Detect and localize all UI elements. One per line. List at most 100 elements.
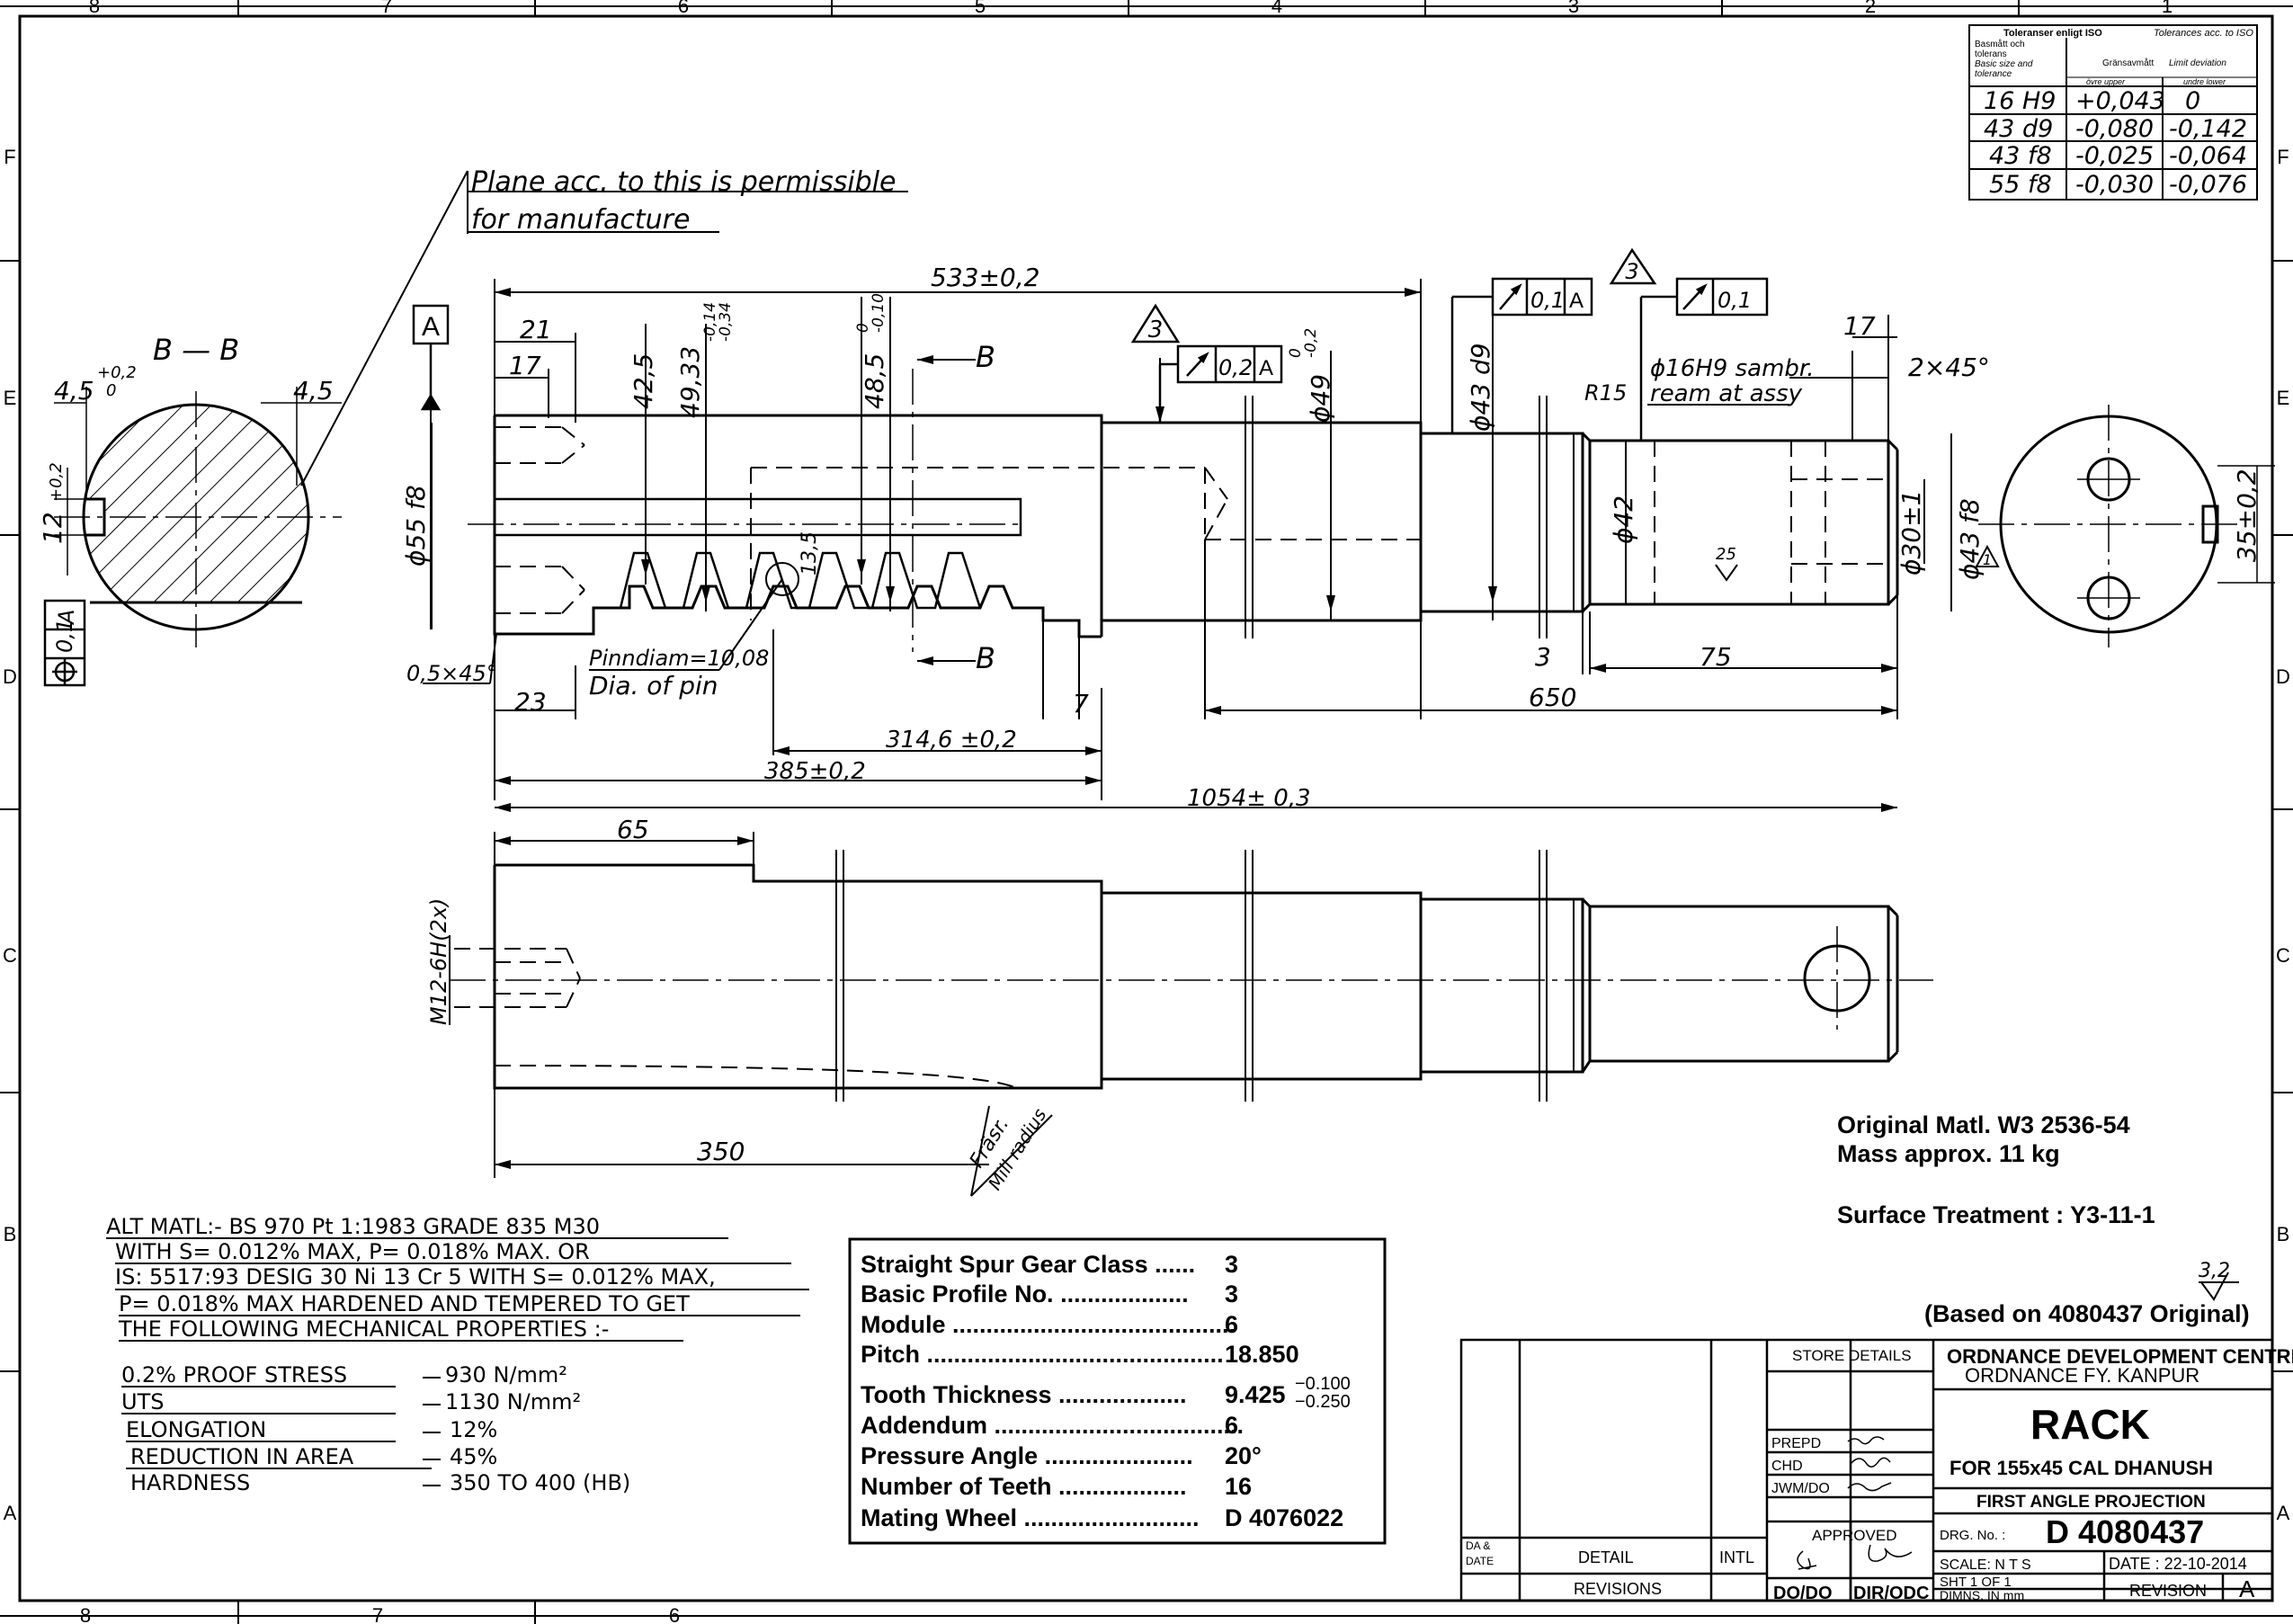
tol-row-upper: +0,043 (2075, 87, 2165, 115)
signature-dodo (1797, 1550, 1817, 1570)
runout-datum-a: A (1569, 289, 1584, 313)
gear-spec-label: Module .................................… (861, 1311, 1236, 1338)
tb-da-date: DA & (1466, 1539, 1490, 1552)
tol-col1-line: tolerans (1975, 49, 2007, 59)
dim-533: 533±0,2 (931, 263, 1039, 292)
tol-title-en: Tolerances acc. to ISO (2154, 28, 2253, 39)
tol-row-fit: 43 d9 (1984, 115, 2053, 143)
alt-material-underlines (106, 1237, 809, 1486)
property-name: ELONGATION (126, 1417, 266, 1442)
tb-part-for: FOR 155x45 CAL DHANUSH (1949, 1457, 2213, 1479)
gear-spec-value: 3 (1225, 1280, 1238, 1307)
tb-dodo: DO/DO (1773, 1584, 1833, 1603)
tol-col1-line: Basic size and (1975, 59, 2033, 69)
mass: Mass approx. 11 kg (1837, 1140, 2060, 1167)
tb-jwm: JWM/DO (1771, 1481, 1830, 1496)
datum-a-label: A (422, 312, 440, 342)
ream-note-line2: ream at assy (1650, 380, 1803, 407)
property-name: UTS (121, 1389, 164, 1414)
gear-spec-value: 9.425 (1225, 1381, 1286, 1408)
property-value: 930 N/mm² (445, 1362, 567, 1388)
tol-title: Toleranser enligt ISO (2003, 28, 2102, 39)
gear-spec-value: 18.850 (1225, 1341, 1299, 1368)
zone-labels: 8 7 6 5 4 3 2 1 8 7 6 F E D C B A F E D … (3, 0, 2290, 1624)
end-view: 1 (1975, 405, 2275, 647)
zone-top-1: 1 (2162, 0, 2173, 17)
zone-right-E: E (2277, 387, 2290, 409)
note-triangle-3: 3 (1148, 317, 1164, 344)
gear-spec-value: D 4076022 (1225, 1504, 1343, 1531)
section-mark-b-bottom: B (976, 641, 995, 675)
plan-labels: 65 350 M12-6H(2x) Fräsr. Mill radius (426, 815, 1050, 1194)
runout-value-0-1: 0,1 (1530, 288, 1565, 313)
runout-frame-0-2: 3 0,2 A (1130, 303, 1283, 423)
zone-top-7: 7 (381, 0, 392, 17)
dim-1054: 1054± 0,3 (1187, 785, 1311, 812)
alt-matl-line: WITH S= 0.012% MAX, P= 0.018% MAX. OR (115, 1239, 590, 1264)
dim-48-5-tol-lower: -0,10 (870, 293, 888, 333)
dim-phi-30: ϕ30±1 (1896, 490, 1926, 576)
dim-4-5-left: 4,5 (54, 376, 94, 406)
zone-bottom-8: 8 (80, 1604, 91, 1624)
tooth-tol-upper: −0.100 (1295, 1374, 1351, 1394)
dim-phi-49-tol-upper: 0 (1287, 348, 1305, 358)
dim-7: 7 (1073, 689, 1089, 718)
section-mark-b-top: B (976, 340, 995, 374)
tol-col1-line: tolerance (1975, 69, 2012, 79)
zone-left-B: B (4, 1223, 17, 1245)
tb-dimns: DIMNS. IN mm (1940, 1588, 2024, 1602)
dim-r15: R15 (1584, 380, 1627, 406)
flatness-datum: A (54, 610, 79, 626)
tb-intl: INTL (1719, 1548, 1754, 1566)
dim-17: 17 (509, 351, 541, 380)
tol-col2-header-en: Limit deviation (2169, 58, 2226, 68)
tolerance-table-text: Toleranser enligt ISO Tolerances acc. to… (1975, 28, 2253, 199)
property-value: 12% (450, 1417, 497, 1442)
zone-right-B: B (2277, 1223, 2290, 1245)
gear-spec-value: 6 (1225, 1311, 1238, 1338)
dim-phi-49-tol-lower: -0,2 (1302, 328, 1320, 358)
alt-material-note: ALT MATL:- BS 970 Pt 1:1983 GRADE 835 M3… (106, 1214, 716, 1495)
gear-spec-label: Basic Profile No. ................... (861, 1280, 1189, 1307)
dim-13-5: 13,5 (799, 531, 821, 576)
tooth-tol-lower: −0.250 (1295, 1392, 1351, 1412)
tb-date: DATE : 22-10-2014 (2109, 1555, 2247, 1573)
tol-row-upper: -0,080 (2075, 115, 2154, 143)
tol-row-lower: -0,064 (2169, 142, 2247, 170)
property-value: 45% (450, 1444, 497, 1469)
plane-note: Plane acc. to this is permissible for ma… (300, 166, 908, 486)
zone-left-A: A (4, 1502, 17, 1524)
zone-top-8: 8 (89, 0, 100, 17)
runout-datum-a: A (1259, 356, 1273, 380)
tol-row-upper: -0,030 (2075, 171, 2154, 199)
surface-symbol-25 (1715, 564, 1738, 582)
gear-spec-value: 16 (1225, 1473, 1252, 1500)
signature-jwm (1847, 1482, 1892, 1492)
surface-roughness-25: 25 (1716, 545, 1736, 564)
property-value: 350 TO 400 (HB) (450, 1470, 630, 1495)
dim-tol-upper: +0,2 (97, 363, 137, 382)
zone-left-F: F (4, 146, 15, 168)
gear-spec: Straight Spur Gear Class ...... 3 Basic … (861, 1251, 1351, 1531)
ream-note-line1: ϕ16H9 sambr. (1650, 355, 1814, 382)
arrowheads (495, 288, 1897, 812)
signature-dir (1868, 1544, 1913, 1562)
dim-17-right: 17 (1843, 311, 1876, 341)
zone-right-C: C (2276, 944, 2290, 967)
tb-drg-label: DRG. No. : (1940, 1528, 2005, 1543)
dim-49-33-tol-lower: -0,34 (717, 302, 735, 342)
tol-upper-label: övre upper (2086, 77, 2126, 86)
alt-matl-line: IS: 5517:93 DESIG 30 Ni 13 Cr 5 WITH S= … (115, 1264, 716, 1289)
dim-385: 385±0,2 (764, 758, 866, 785)
tb-prepd: PREPD (1771, 1436, 1821, 1451)
tb-scale: SCALE: N T S (1940, 1557, 2031, 1573)
zone-left-C: C (3, 944, 17, 967)
tol-row-lower: 0 (2185, 87, 2200, 115)
zone-left-E: E (4, 387, 17, 409)
surface-treatment: Surface Treatment : Y3-11-1 (1837, 1201, 2155, 1228)
flatness-frame: 0,1 A (43, 599, 86, 687)
section-b-b-labels: B — B 4,5 +0,2 0 4,5 12 +0,2 (38, 333, 334, 544)
tb-sht: SHT 1 OF 1 (1940, 1575, 2012, 1590)
zone-right-A: A (2277, 1502, 2290, 1524)
flatness-value: 0,1 (52, 619, 77, 653)
